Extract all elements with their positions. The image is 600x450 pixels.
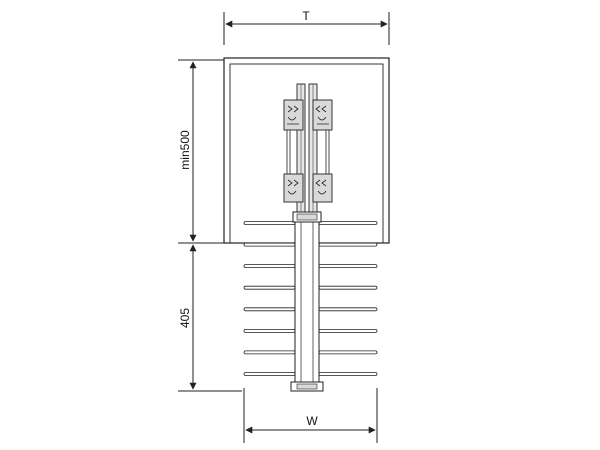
mounting-bracket-bottom-right: [312, 173, 333, 203]
label-405: 405: [178, 308, 192, 328]
mounting-bracket-top-left: [283, 99, 304, 131]
dimension-w: W: [243, 388, 378, 443]
hanger-rod-left-7: [243, 350, 296, 355]
hanger-rod-left-2: [243, 242, 296, 247]
mounting-bracket-bottom-left: [283, 173, 304, 203]
label-min500: min500: [178, 130, 192, 170]
dimension-405: 405: [178, 244, 242, 392]
hanger-rod-left-3: [243, 264, 296, 269]
hanger-rod-right-3: [318, 264, 378, 269]
hanger-rod-left-1: [243, 221, 296, 225]
mounting-bracket-top-right: [312, 99, 333, 131]
dimension-min500: min500: [178, 59, 224, 244]
central-column: [290, 211, 324, 392]
hanger-rod-left-6: [243, 328, 296, 333]
hanger-rod-right-8: [318, 372, 378, 376]
label-w: W: [306, 414, 318, 428]
hanger-rod-left-8: [243, 372, 296, 376]
hanger-rod-right-5: [318, 307, 378, 312]
hanger-rod-right-1: [318, 221, 378, 225]
hanger-rod-right-2: [318, 242, 378, 247]
hanger-rods: [243, 221, 378, 376]
bracket-link-rails: [286, 129, 330, 175]
hanger-rod-left-4: [243, 285, 296, 290]
dimension-t: T: [223, 9, 390, 45]
label-t: T: [302, 9, 310, 23]
hanger-rod-left-5: [243, 307, 296, 312]
hanger-rod-right-7: [318, 350, 378, 355]
hanger-rod-right-6: [318, 328, 378, 333]
hanger-rod-right-4: [318, 285, 378, 290]
